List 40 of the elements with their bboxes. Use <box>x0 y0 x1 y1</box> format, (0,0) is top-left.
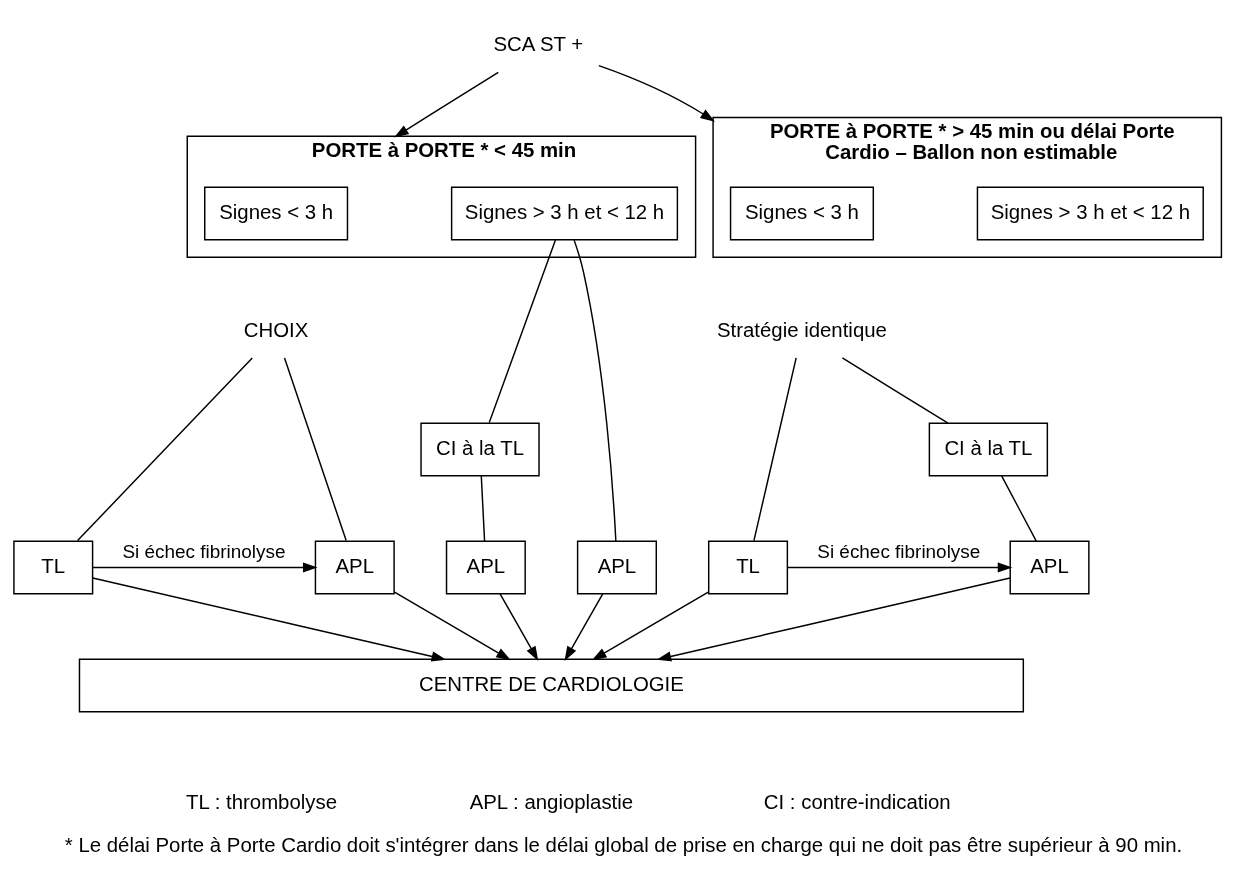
arrow <box>786 562 1013 573</box>
node-box: APL <box>314 540 395 595</box>
label: TL : thrombolyse <box>186 790 338 813</box>
connector <box>283 357 347 542</box>
node-box: APL <box>576 540 657 595</box>
connector <box>841 357 949 424</box>
arrow <box>92 577 447 662</box>
node-box: TL <box>13 540 94 595</box>
node-box: CI à la TL <box>420 422 540 477</box>
arrow <box>91 562 318 573</box>
node-box: CI à la TL <box>928 422 1049 477</box>
connector <box>488 239 557 424</box>
label: APL : angioplastie <box>469 790 634 813</box>
arrow <box>656 577 1011 662</box>
node-box: Signes > 3 h et < 12 h <box>450 186 679 241</box>
node-text: Stratégie identique <box>716 318 887 341</box>
connector <box>753 357 797 542</box>
node-box: Signes < 3 h <box>729 186 875 241</box>
connector <box>76 357 253 542</box>
node-box: APL <box>1009 540 1090 595</box>
node-box: TL <box>708 540 789 595</box>
arrow <box>564 593 604 661</box>
node-text: SCA ST + <box>493 33 584 56</box>
arrow <box>393 591 511 661</box>
node-box: Signes > 3 h et < 12 h <box>976 186 1204 241</box>
caption: * Le délai Porte à Porte Cardio doit s'intégrer dans le délai global de prise en charge qui ne doit pas être supérieur à 90 min. <box>64 833 1183 856</box>
node-text: CHOIX <box>243 318 309 341</box>
arrow <box>598 64 715 122</box>
arrow <box>591 591 709 661</box>
node-box: APL <box>445 540 526 595</box>
connector <box>480 475 486 542</box>
arrow <box>499 593 539 661</box>
node-box: Signes < 3 h <box>204 186 349 241</box>
node-box: CENTRE DE CARDIOLOGIE <box>78 658 1025 713</box>
connector <box>1000 475 1037 542</box>
connector <box>573 239 617 542</box>
edge-label: Si échec fibrinolyse <box>122 540 286 562</box>
edge-label: Si échec fibrinolyse <box>817 540 981 562</box>
arrow <box>394 71 500 138</box>
label: CI : contre-indication <box>763 790 951 813</box>
